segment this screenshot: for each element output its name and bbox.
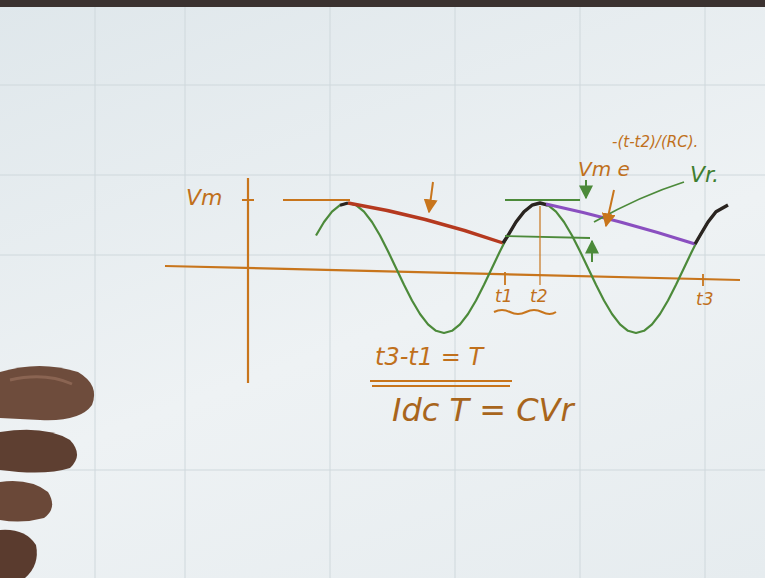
- vertical-axis: [247, 178, 249, 383]
- equation: t3-t1 = T: [375, 344, 483, 370]
- equation-underline: [372, 385, 510, 387]
- ripple-bottom-line: [505, 236, 590, 238]
- pointer-arrow: [606, 190, 614, 226]
- equation: Idc T = CVr: [392, 393, 574, 428]
- expression-base: Vm e: [578, 158, 630, 180]
- expression-exponent: -(t-t2)/(RC).: [612, 134, 698, 151]
- axis-label: Vm: [186, 186, 222, 210]
- ripple-label: Vr.: [690, 163, 719, 187]
- time-label: t3: [696, 290, 713, 309]
- pointer-arrow: [429, 182, 433, 212]
- underline-squiggle: [494, 310, 556, 314]
- discharge-curve: [348, 203, 503, 243]
- time-axis: [165, 266, 740, 280]
- grid-lines: [0, 7, 765, 578]
- t2-tick: [539, 206, 540, 285]
- t1-tick: [504, 272, 506, 285]
- vm-tick: [242, 199, 254, 201]
- presenter-hand: [0, 366, 94, 578]
- equation-underline: [370, 380, 512, 382]
- time-label: t1: [495, 287, 512, 306]
- time-label: t2: [530, 287, 547, 306]
- charging-segment: [695, 205, 728, 244]
- sine-wave: [316, 203, 716, 333]
- charging-segment: [340, 203, 348, 205]
- ripple-top-line: [505, 199, 580, 201]
- ripple-arrow: [591, 241, 593, 262]
- t3-tick: [702, 274, 704, 286]
- board-edge: [0, 0, 765, 7]
- ripple-arrow: [585, 180, 587, 198]
- peak-level-line: [283, 199, 350, 201]
